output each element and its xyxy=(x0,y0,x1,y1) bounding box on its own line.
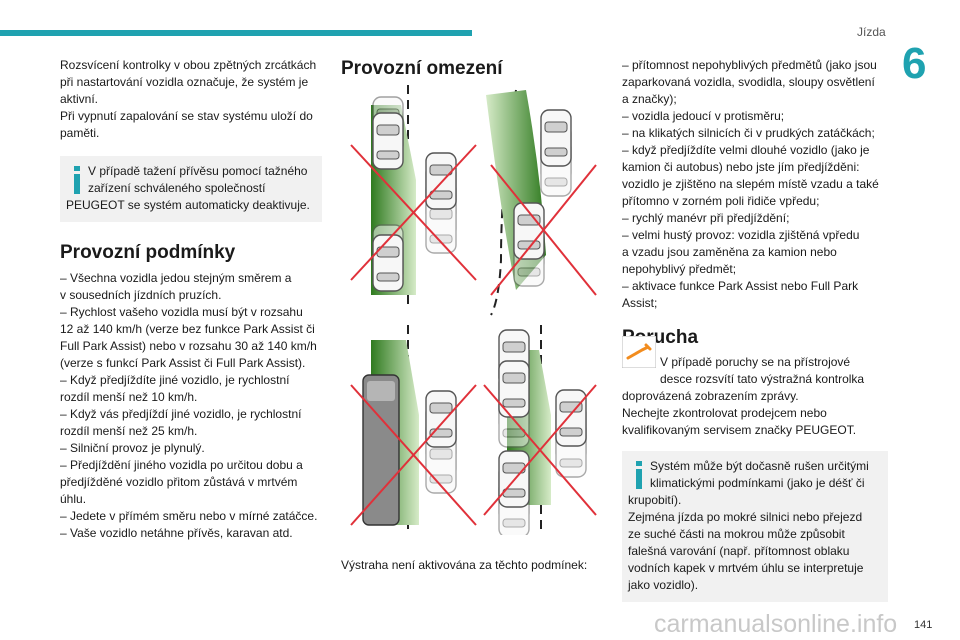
trailer-info-box: V případě tažení přívěsu pomocí tažného … xyxy=(60,156,322,222)
info-icon xyxy=(74,166,80,194)
list-line: kamion či autobus) nebo jste jím předjíž… xyxy=(622,160,860,174)
list-line: – Všechna vozidla jedou stejným směrem a xyxy=(60,271,292,285)
list-line: – Silniční provoz je plynulý. xyxy=(60,441,205,455)
running-head: Jízda xyxy=(857,25,886,39)
info-line: krupobití). xyxy=(628,493,682,507)
blind-spot-diagram xyxy=(350,85,597,535)
text-line: aktivní. xyxy=(60,92,99,106)
weather-info-box: Systém může být dočasně rušen určitými k… xyxy=(622,451,888,602)
list-line: – když předjíždíte velmi dlouhé vozidlo … xyxy=(622,143,870,157)
list-line: – Jedete v přímém směru nebo v mírné zat… xyxy=(60,509,318,523)
section-heading-fault: Porucha xyxy=(622,327,699,348)
list-line: v sousedních jízdních pruzích. xyxy=(60,288,222,302)
list-line: rozdíl menší než 25 km/h. xyxy=(60,424,198,438)
list-line: – aktivace funkce Park Assist nebo Full … xyxy=(622,279,859,293)
list-line: – na klikatých silnicích či v prudkých z… xyxy=(622,126,875,140)
info-line: klimatickými podmínkami (jako je déšť či xyxy=(650,476,865,490)
text-line: Nechejte zkontrolovat prodejcem nebo xyxy=(622,406,827,420)
scene-truck xyxy=(350,325,477,535)
list-line: předjížděné vozidlo přitom zůstává v mrt… xyxy=(60,475,298,489)
text-line: doprovázená zobrazením zprávy. xyxy=(622,389,799,403)
text-line: desce rozsvítí tato výstražná kontrolka xyxy=(660,372,865,386)
list-line: – Předjíždění jiného vozidla po určitou … xyxy=(60,458,303,472)
chapter-number: 6 xyxy=(902,39,927,88)
fault-paragraph: V případě poruchy se na přístrojové desc… xyxy=(622,354,888,439)
list-line: – Vaše vozidlo netáhne přívěs, karavan a… xyxy=(60,526,293,540)
info-line: Zejména jízda po mokré silnici nebo přej… xyxy=(628,510,863,524)
list-line: – Když vás předjíždí jiné vozidlo, je ry… xyxy=(60,407,302,421)
page-number: 141 xyxy=(914,619,933,631)
list-line: úhlu. xyxy=(60,492,87,506)
conditions-list: – Všechna vozidla jedou stejným směrem a… xyxy=(60,270,322,542)
info-line: PEUGEOT se systém automaticky deaktivuje… xyxy=(66,198,310,212)
info-line: falešná varování (např. přítomnost oblak… xyxy=(628,544,850,558)
info-line: zařízení schváleného společností xyxy=(88,181,266,195)
left-column: Rozsvícení kontrolky v obou zpětných zrc… xyxy=(60,57,322,542)
list-line: rozdíl menší než 10 km/h. xyxy=(60,390,198,404)
wrench-warning-icon xyxy=(622,336,656,368)
middle-column: Provozní omezení xyxy=(341,57,603,81)
list-line: a vzadu jsou zaměněna za kamion nebo xyxy=(622,245,837,259)
scene-dense-traffic xyxy=(483,325,597,535)
list-line: (verze s funkcí Park Assist či Full Park… xyxy=(60,356,306,370)
section-heading-operating-conditions: Provozní podmínky xyxy=(60,242,236,263)
watermark: carmanualsonline.info xyxy=(654,610,898,638)
right-column: – přítomnost nepohyblivých předmětů (jak… xyxy=(622,57,888,602)
text-line: Rozsvícení kontrolky v obou zpětných zrc… xyxy=(60,58,317,72)
info-line: Systém může být dočasně rušen určitými xyxy=(650,459,869,473)
section-heading-limitations: Provozní omezení xyxy=(341,58,503,79)
info-line: ze suché části na mokrou může způsobit xyxy=(628,527,845,541)
text-line: Při vypnutí zapalování se stav systému u… xyxy=(60,109,313,123)
list-line: nepohyblivý předmět; xyxy=(622,262,737,276)
header-accent-bar xyxy=(0,30,472,36)
list-line: – rychlý manévr při předjíždění; xyxy=(622,211,790,225)
list-line: – přítomnost nepohyblivých předmětů (jak… xyxy=(622,58,877,72)
list-line: přítomno v zorném poli řidiče vpředu; xyxy=(622,194,820,208)
list-line: Full Park Assist) nebo v rozsahu 30 až 1… xyxy=(60,339,317,353)
list-line: Assist; xyxy=(622,296,658,310)
text-line: kvalifikovaným servisem značky PEUGEOT. xyxy=(622,423,857,437)
info-line: vodních kapek v mrtvém úhlu se interpret… xyxy=(628,561,864,575)
list-line: – vozidla jedoucí v protisměru; xyxy=(622,109,785,123)
list-line: – Rychlost vašeho vozidla musí být v roz… xyxy=(60,305,303,319)
scene-curve xyxy=(486,89,597,316)
info-icon xyxy=(636,461,642,489)
list-line: vozidlo je zjištěno na slepém místě vzad… xyxy=(622,177,879,191)
intro-paragraph: Rozsvícení kontrolky v obou zpětných zrc… xyxy=(60,57,322,142)
list-line: – velmi hustý provoz: vozidla zjištěná v… xyxy=(622,228,860,242)
text-line: paměti. xyxy=(60,126,100,140)
limitations-list: – přítomnost nepohyblivých předmětů (jak… xyxy=(622,57,888,312)
text-line: V případě poruchy se na přístrojové xyxy=(660,355,851,369)
list-line: a značky); xyxy=(622,92,677,106)
truck-icon xyxy=(362,374,400,526)
scene-static-objects xyxy=(350,85,477,310)
text-line: při nastartování vozidla označuje, že sy… xyxy=(60,75,309,89)
info-line: V případě tažení přívěsu pomocí tažného xyxy=(88,164,308,178)
info-line: jako vozidlo). xyxy=(628,578,699,592)
list-line: zaparkovaná vozidla, svodidla, sloupy os… xyxy=(622,75,875,89)
list-line: – Když předjíždíte jiné vozidlo, je rych… xyxy=(60,373,290,387)
diagram-caption: Výstraha není aktivována za těchto podmí… xyxy=(341,558,588,572)
list-line: 12 až 140 km/h (verze bez funkce Park As… xyxy=(60,322,315,336)
